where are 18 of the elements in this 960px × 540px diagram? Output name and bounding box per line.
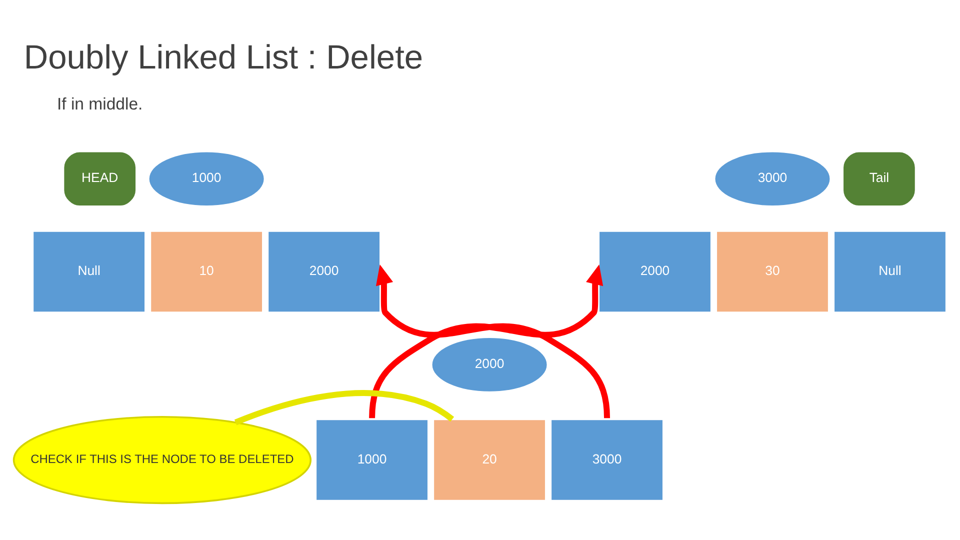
node-box: 1000 (314, 418, 430, 502)
node-box: 2000 (598, 230, 712, 314)
node-box: HEAD (64, 152, 136, 206)
node-box: 30 (715, 230, 830, 314)
node-box: Null (32, 230, 146, 314)
node-ellipse: 2000 (432, 338, 547, 392)
node-box: Tail (844, 152, 915, 206)
node-ellipse: 3000 (715, 152, 830, 206)
node-box: 20 (432, 418, 547, 502)
connector (234, 390, 454, 426)
label: If in middle. (56, 94, 143, 114)
node-box: 2000 (266, 230, 382, 314)
diagram-title: Doubly Linked List : Delete (24, 39, 424, 76)
node-box: 3000 (550, 418, 664, 502)
node-ellipse: CHECK IF THIS IS THE NODE TO BE DELETED (12, 416, 312, 504)
node-ellipse: 1000 (149, 152, 264, 206)
node-box: Null (832, 230, 948, 314)
node-box: 10 (149, 230, 264, 314)
